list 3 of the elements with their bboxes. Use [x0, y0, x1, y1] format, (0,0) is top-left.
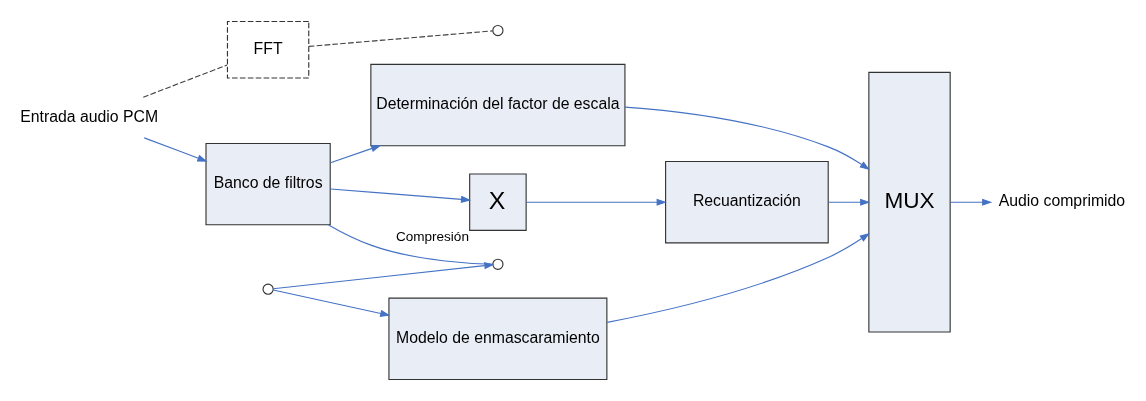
- node-text: Entrada audio PCM: [20, 107, 159, 125]
- node-label: Compresión: [395, 229, 469, 245]
- node-text: Audio comprimido: [998, 192, 1126, 210]
